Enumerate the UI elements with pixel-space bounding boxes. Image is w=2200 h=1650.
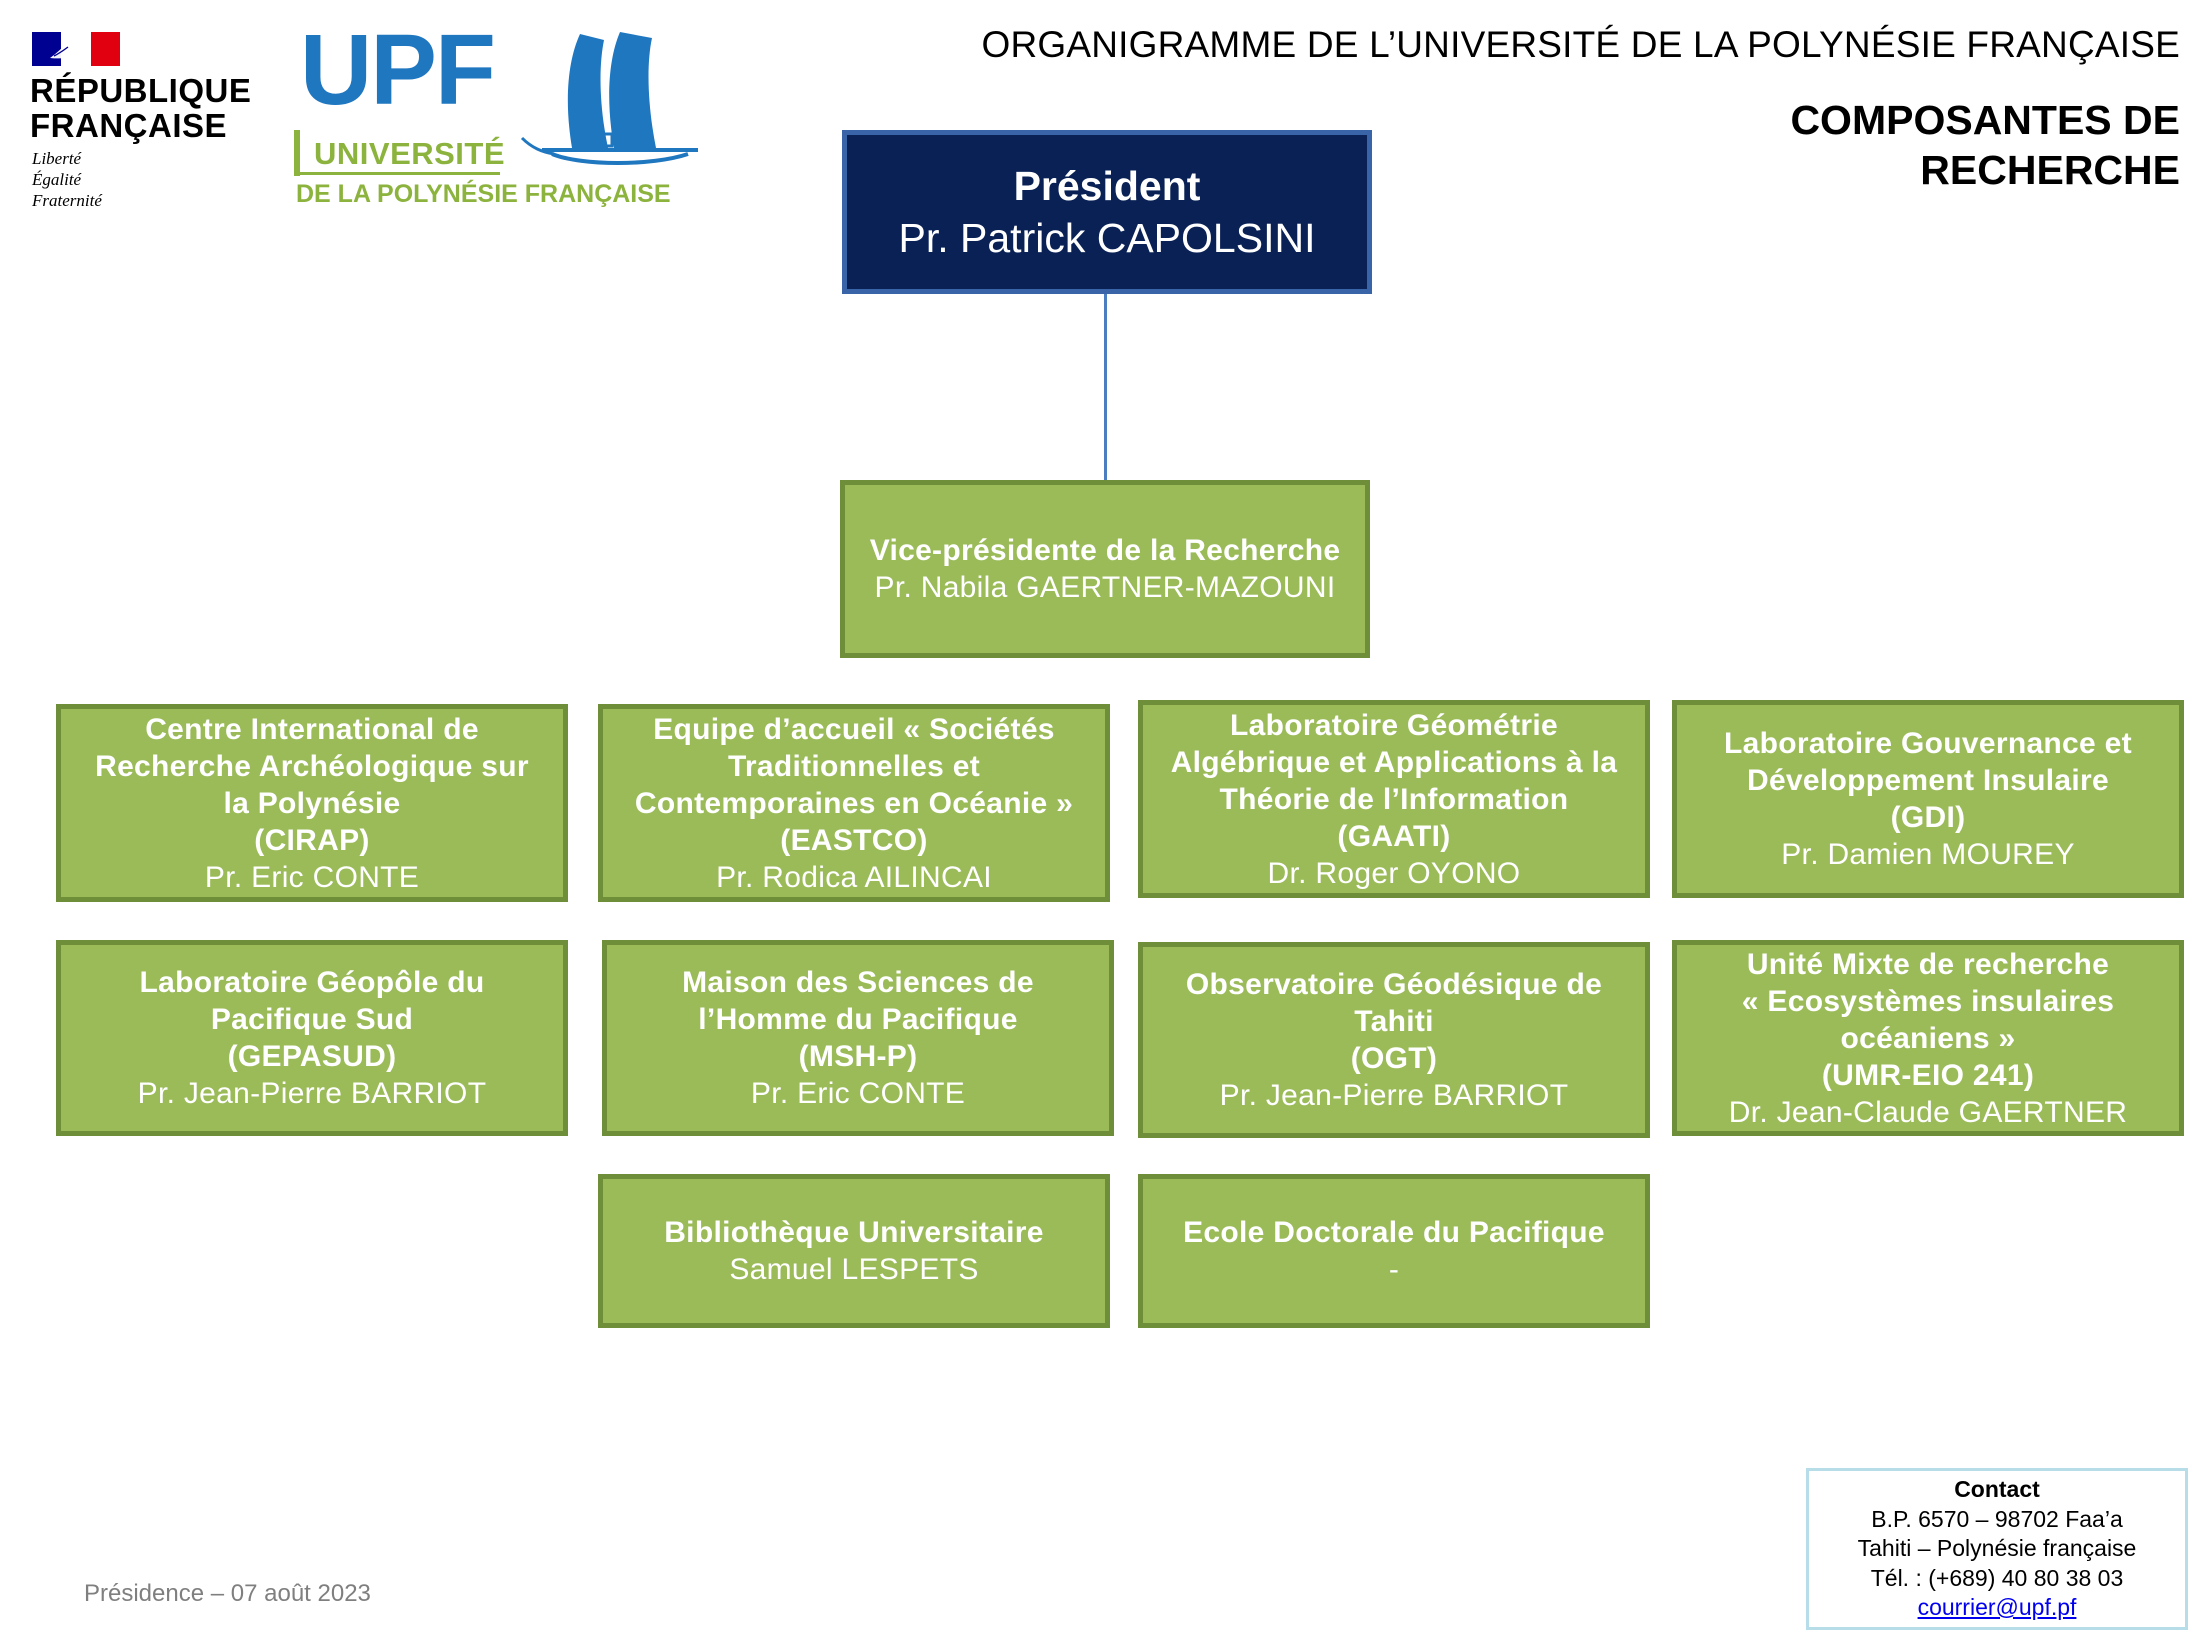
unit-box-bibliotheque: Bibliothèque Universitaire Samuel LESPET… [598,1174,1110,1328]
footer-date: Présidence – 07 août 2023 [84,1580,371,1607]
unit-head: Dr. Jean-Claude GAERTNER [1728,1095,2128,1129]
unit-box-umr-eio: Unité Mixte de recherche « Ecosystèmes i… [1672,940,2184,1136]
upf-polynesie-label: DE LA POLYNÉSIE FRANÇAISE [296,180,671,208]
unit-head: Pr. Rodica AILINCAI [716,860,992,894]
contact-phone: Tél. : (+689) 40 80 38 03 [1870,1564,2124,1591]
vice-president-name: Pr. Nabila GAERTNER-MAZOUNI [874,571,1336,604]
unit-head: Samuel LESPETS [729,1253,979,1286]
contact-title: Contact [1954,1476,2040,1502]
vice-president-role: Vice-présidente de la Recherche [869,534,1341,567]
unit-head: Pr. Jean-Pierre BARRIOT [137,1077,487,1110]
president-role: Président [1013,163,1201,209]
republique-motto: Liberté Égalité Fraternité [32,149,102,210]
unit-head: Pr. Eric CONTE [750,1077,966,1110]
unit-head: Pr. Jean-Pierre BARRIOT [1219,1079,1569,1112]
marianne-flag-icon [32,32,120,66]
contact-email-link[interactable]: courrier@upf.pf [1917,1594,2077,1620]
unit-box-gaati: Laboratoire Géométrie Algébrique et Appl… [1138,700,1650,898]
unit-box-ogt: Observatoire Géodésique de Tahiti (OGT) … [1138,942,1650,1138]
vice-president-box: Vice-présidente de la Recherche Pr. Nabi… [840,480,1370,658]
marianne-profile-icon [50,40,82,59]
sailing-canoe-icon [520,32,698,165]
page-title: ORGANIGRAMME DE L’UNIVERSITÉ DE LA POLYN… [981,24,2180,65]
contact-box: Contact B.P. 6570 – 98702 Faa’a Tahiti –… [1806,1468,2188,1630]
contact-location: Tahiti – Polynésie française [1857,1535,2137,1561]
unit-head: Pr. Eric CONTE [204,860,420,894]
unit-box-eastco: Equipe d’accueil « Sociétés Traditionnel… [598,704,1110,902]
upf-acronym: UPF [300,14,496,126]
unit-head: Dr. Roger OYONO [1267,856,1521,890]
unit-box-gepasud: Laboratoire Géopôle du Pacifique Sud (GE… [56,940,568,1136]
unit-head: - [1388,1253,1400,1286]
republique-name: RÉPUBLIQUE FRANÇAISE [30,72,252,144]
president-name: Pr. Patrick CAPOLSINI [898,215,1316,261]
page-subtitle: COMPOSANTES DE RECHERCHE [1790,97,2180,193]
upf-logo: UPF UNIVERSITÉ DE LA POLYNÉSIE FRANÇAISE [290,20,720,220]
unit-box-ecole-doctorale: Ecole Doctorale du Pacifique - [1138,1174,1650,1328]
upf-university-label: UNIVERSITÉ [314,136,506,171]
unit-box-msh-p: Maison des Sciences de l’Homme du Pacifi… [602,940,1114,1136]
republique-francaise-logo: RÉPUBLIQUE FRANÇAISE Liberté Égalité Fra… [30,30,260,220]
president-box: Président Pr. Patrick CAPOLSINI [842,130,1372,294]
unit-box-cirap: Centre International de Recherche Archéo… [56,704,568,902]
unit-box-gdi: Laboratoire Gouvernance et Développement… [1672,700,2184,898]
contact-address: B.P. 6570 – 98702 Faa’a [1871,1505,2123,1532]
unit-head: Pr. Damien MOUREY [1781,838,2075,871]
org-connector-line [1104,294,1107,480]
